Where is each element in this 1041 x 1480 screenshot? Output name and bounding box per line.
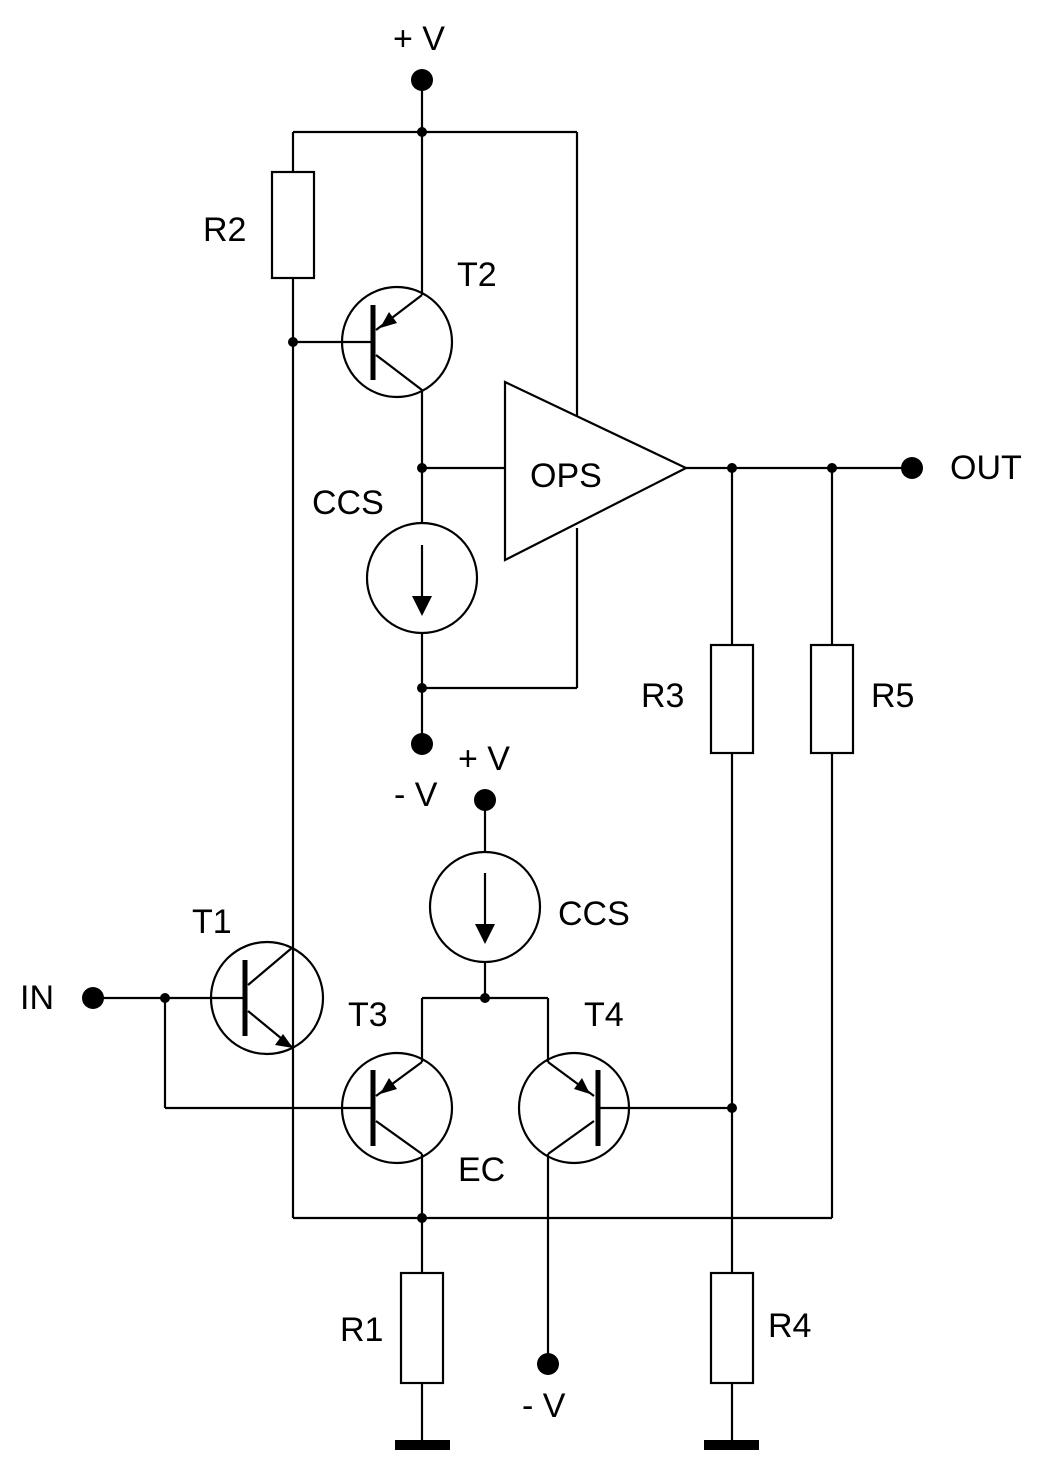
current-source-top [365,521,479,635]
label-t1: T1 [192,903,232,941]
label-r1: R1 [340,1311,383,1349]
terminal-vminus-bottom [537,1353,559,1375]
label-vplus-top: + V [393,20,445,58]
label-ccs-bottom: CCS [558,895,630,933]
terminal-vminus-mid [411,733,433,755]
label-vplus-mid: + V [458,740,510,778]
resistor-r2 [270,170,316,280]
label-vminus-mid: - V [394,776,438,814]
resistor-r4 [709,1271,755,1385]
label-ec: EC [458,1151,505,1189]
ground-symbol-right [704,1440,759,1450]
resistor-r1 [399,1271,445,1385]
terminal-out [901,457,923,479]
op-amp [503,380,689,562]
label-ops: OPS [530,457,602,495]
label-t2: T2 [457,256,497,294]
label-vminus-bottom: - V [522,1387,566,1425]
resistors [270,170,855,1385]
label-out: OUT [950,449,1022,487]
label-ccs-top: CCS [312,484,384,522]
label-t3: T3 [348,996,388,1034]
terminal-vplus-top [411,69,433,91]
transistor-t1 [209,940,325,1056]
transistor-t3 [340,1051,454,1165]
junction-dots [160,127,837,1223]
label-in: IN [20,979,54,1017]
wires [93,80,912,1440]
terminal-in [82,987,104,1009]
label-r3: R3 [641,677,684,715]
resistor-r5 [809,643,855,755]
label-r5: R5 [871,677,914,715]
label-t4: T4 [584,996,624,1034]
resistor-r3 [709,643,755,755]
terminal-vplus-mid [474,789,496,811]
label-r2: R2 [203,211,246,249]
transistor-t4 [517,1051,632,1165]
label-r4: R4 [768,1307,811,1345]
ground-symbol-left [395,1440,450,1450]
current-source-bottom [428,850,542,964]
transistor-t2 [340,285,454,399]
